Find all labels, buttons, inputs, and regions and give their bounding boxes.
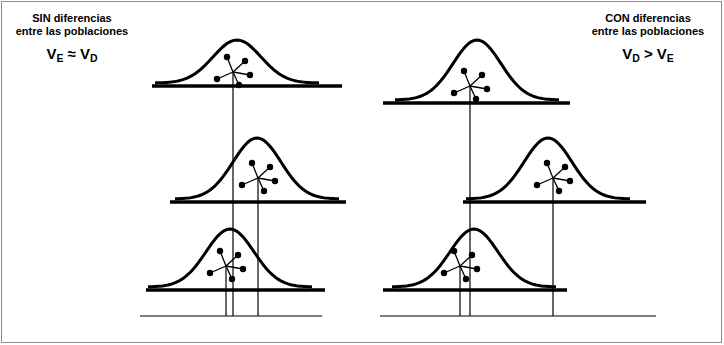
sample-dot: [239, 182, 245, 188]
sample-dot: [544, 160, 550, 166]
sample-dot: [207, 270, 213, 276]
population: [383, 229, 567, 290]
sample-dot: [247, 72, 253, 78]
bell-curve: [392, 229, 556, 287]
sample-dot: [242, 58, 248, 64]
bell-curve: [395, 40, 559, 100]
sample-dot: [229, 276, 235, 282]
axis-line: [140, 315, 322, 316]
population: [383, 40, 570, 103]
population: [463, 138, 646, 202]
sample-dot: [235, 252, 241, 258]
baseline: [146, 288, 325, 292]
sample-dot: [473, 96, 479, 102]
panel-heading: CON diferencias entre las poblaciones: [592, 12, 704, 38]
sample-dot: [261, 188, 267, 194]
sample-dot: [463, 276, 469, 282]
sample-dot: [562, 164, 568, 170]
sample-dot: [479, 72, 485, 78]
sample-dot: [224, 54, 230, 60]
sample-dot: [240, 266, 246, 272]
sample-dot: [267, 164, 273, 170]
sample-dot: [451, 248, 457, 254]
bell-curve: [148, 229, 312, 287]
variance-relation: VE ≈ VD: [46, 45, 97, 63]
sample-dot: [236, 82, 242, 88]
axis-line: [380, 315, 656, 316]
sample-dot: [272, 178, 278, 184]
sample-dot: [469, 252, 475, 258]
bell-curve: [466, 138, 630, 199]
bell-curve: [155, 40, 319, 83]
sample-dot: [484, 86, 490, 92]
bell-curve: [175, 138, 339, 199]
sample-dot: [461, 68, 467, 74]
sample-dot: [567, 178, 573, 184]
sample-dot: [474, 266, 480, 272]
variance-relation: VD > VE: [622, 45, 674, 63]
mean-line: [552, 178, 553, 316]
sample-dot: [451, 90, 457, 96]
sample-dot: [556, 188, 562, 194]
population: [146, 229, 325, 290]
baseline: [170, 200, 346, 204]
mean-line: [257, 178, 258, 316]
sample-dot: [217, 248, 223, 254]
sample-dot: [249, 160, 255, 166]
panel-heading: SIN diferencias entre las poblaciones: [16, 12, 128, 38]
population: [152, 40, 342, 88]
population: [170, 138, 346, 202]
sample-dot: [214, 76, 220, 82]
sample-dot: [534, 182, 540, 188]
baseline: [463, 200, 646, 204]
baseline: [152, 84, 342, 88]
baseline: [383, 288, 567, 292]
sample-dot: [441, 270, 447, 276]
